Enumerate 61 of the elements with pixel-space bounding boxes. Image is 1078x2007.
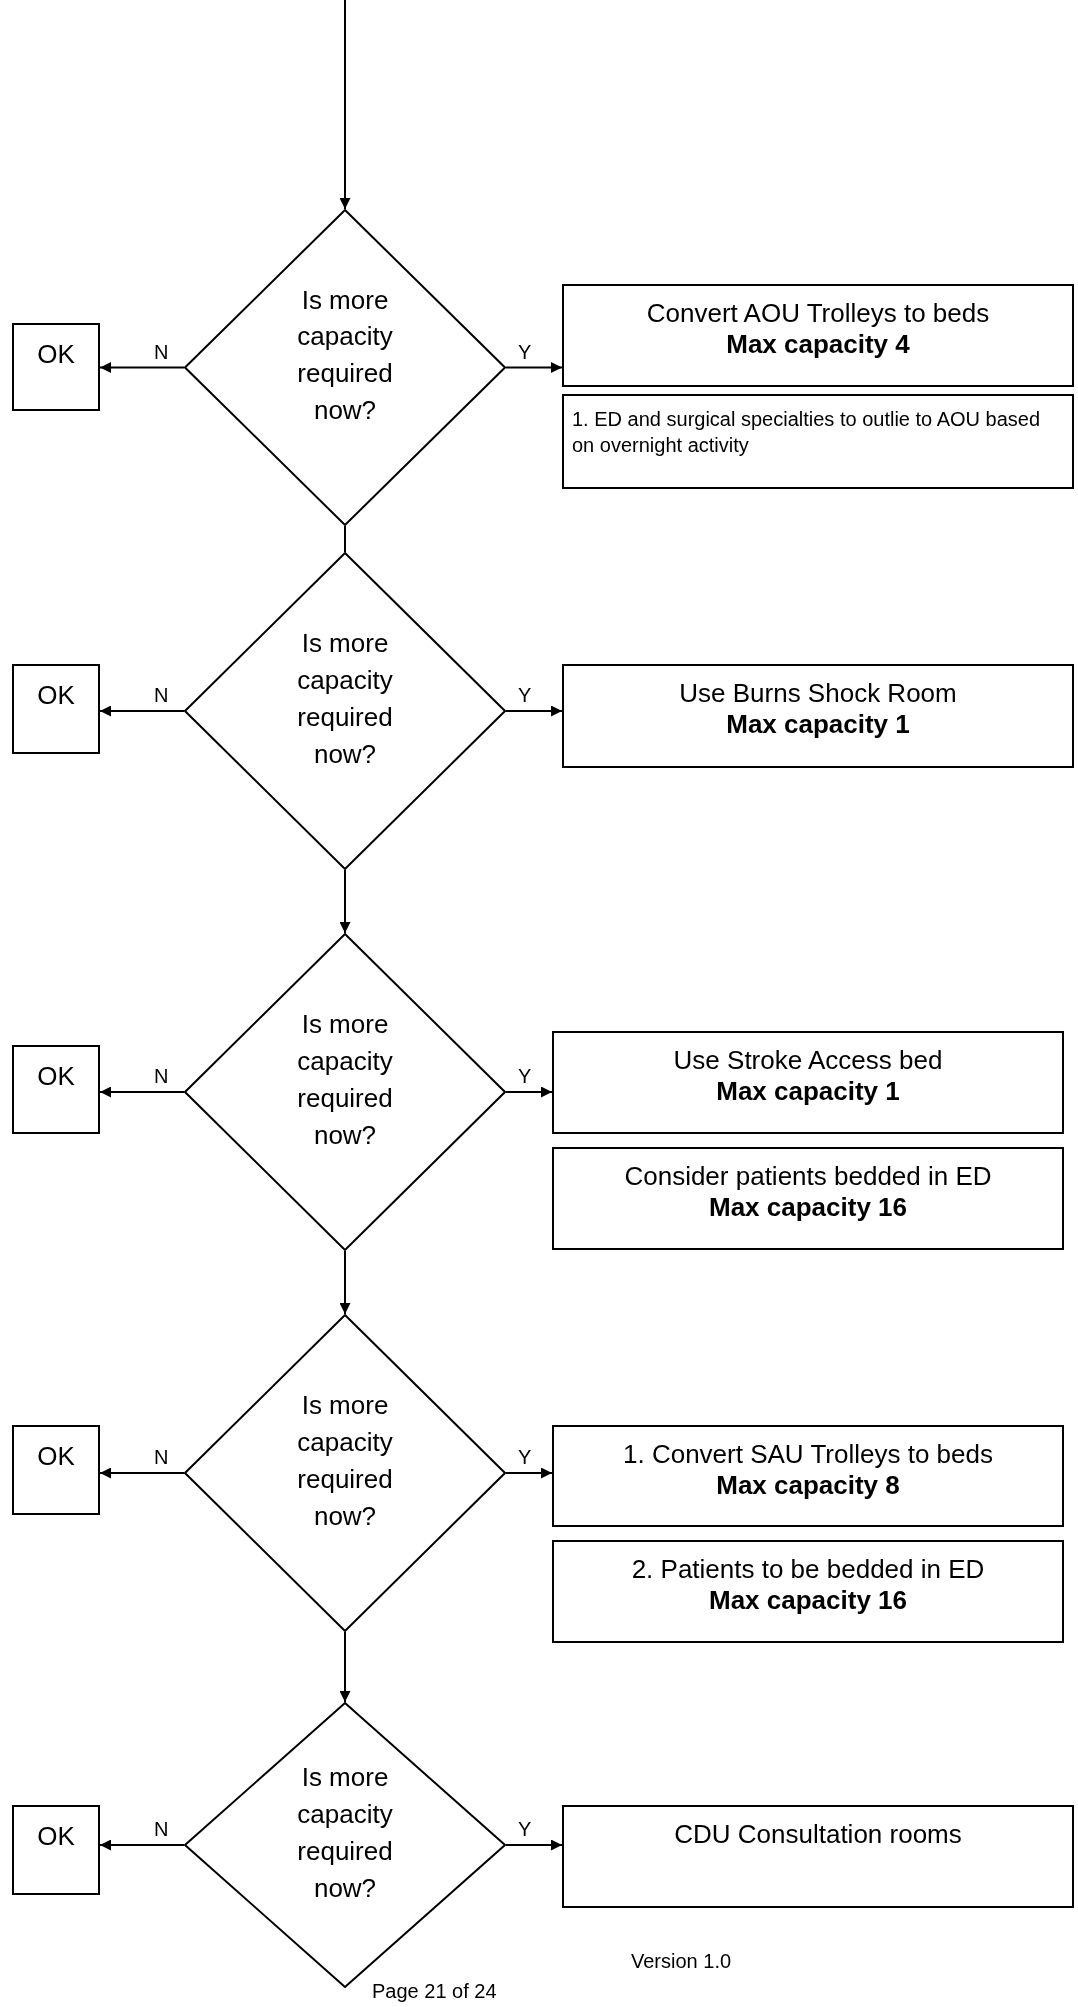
edge-label: N [154,685,169,705]
node-text: OK [37,339,75,370]
edge-label: N [154,1066,169,1086]
node-text: 2. Patients to be bedded in ED [630,1554,986,1586]
process-box [562,284,1074,387]
arrow [505,362,563,373]
arrow [505,1467,553,1479]
node-text: Consider patients bedded in ED [623,1161,993,1193]
terminal-box [12,664,100,754]
edge-label: Y [518,685,532,705]
arrow [99,362,185,373]
edge-label: Y [518,1819,532,1839]
question-text: Is more capacity required now? [296,1389,394,1534]
arrow [505,1086,553,1098]
node-text: OK [37,1821,75,1852]
arrow [339,1250,351,1315]
process-box [562,664,1074,768]
note-box [562,394,1074,489]
edge-label: N [154,1819,169,1839]
question-text: Is more capacity required now? [296,627,394,772]
arrow [99,1467,185,1479]
capacity-text: Max capacity 1 [725,709,911,741]
note-text: 1. ED and surgical specialties to outlie to AOU based on overnight activity [572,407,1042,458]
node-text: Use Burns Shock Room [678,678,958,710]
arrow [339,869,351,934]
capacity-text: Max capacity 4 [725,329,911,361]
process-box [552,1540,1064,1643]
node-text: OK [37,1061,75,1092]
terminal-box [12,323,100,411]
edge-label: Y [518,1066,532,1086]
terminal-box [12,1425,100,1515]
arrow [99,705,185,717]
process-box [552,1147,1064,1250]
page-number: Page 21 of 24 [372,1980,497,2003]
node-text: Use Stroke Access bed [672,1045,944,1077]
process-box [562,1805,1074,1908]
question-text: Is more capacity required now? [296,1761,394,1906]
question-text: Is more capacity required now? [296,283,394,428]
question-text: Is more capacity required now? [296,1008,394,1153]
arrow [99,1086,185,1098]
capacity-text: Max capacity 16 [708,1192,908,1224]
process-box [552,1425,1064,1527]
edge-label: N [154,1447,169,1467]
process-box [552,1031,1064,1134]
node-text: 1. Convert SAU Trolleys to beds [622,1439,994,1471]
node-text: OK [37,680,75,711]
version-note: Version 1.0 [631,1950,732,1973]
arrow [99,1839,185,1851]
capacity-text: Max capacity 16 [708,1585,908,1617]
node-text: CDU Consultation rooms [673,1819,963,1851]
capacity-text: Max capacity 8 [715,1470,901,1502]
node-text: OK [37,1441,75,1472]
capacity-text: Max capacity 1 [715,1076,901,1108]
node-text: Convert AOU Trolleys to beds [645,298,991,330]
arrow [505,705,563,717]
arrow [505,1839,563,1851]
terminal-box [12,1805,100,1895]
edge-label: Y [518,1447,532,1467]
arrow [339,1631,351,1703]
terminal-box [12,1045,100,1134]
arrow [339,0,351,210]
